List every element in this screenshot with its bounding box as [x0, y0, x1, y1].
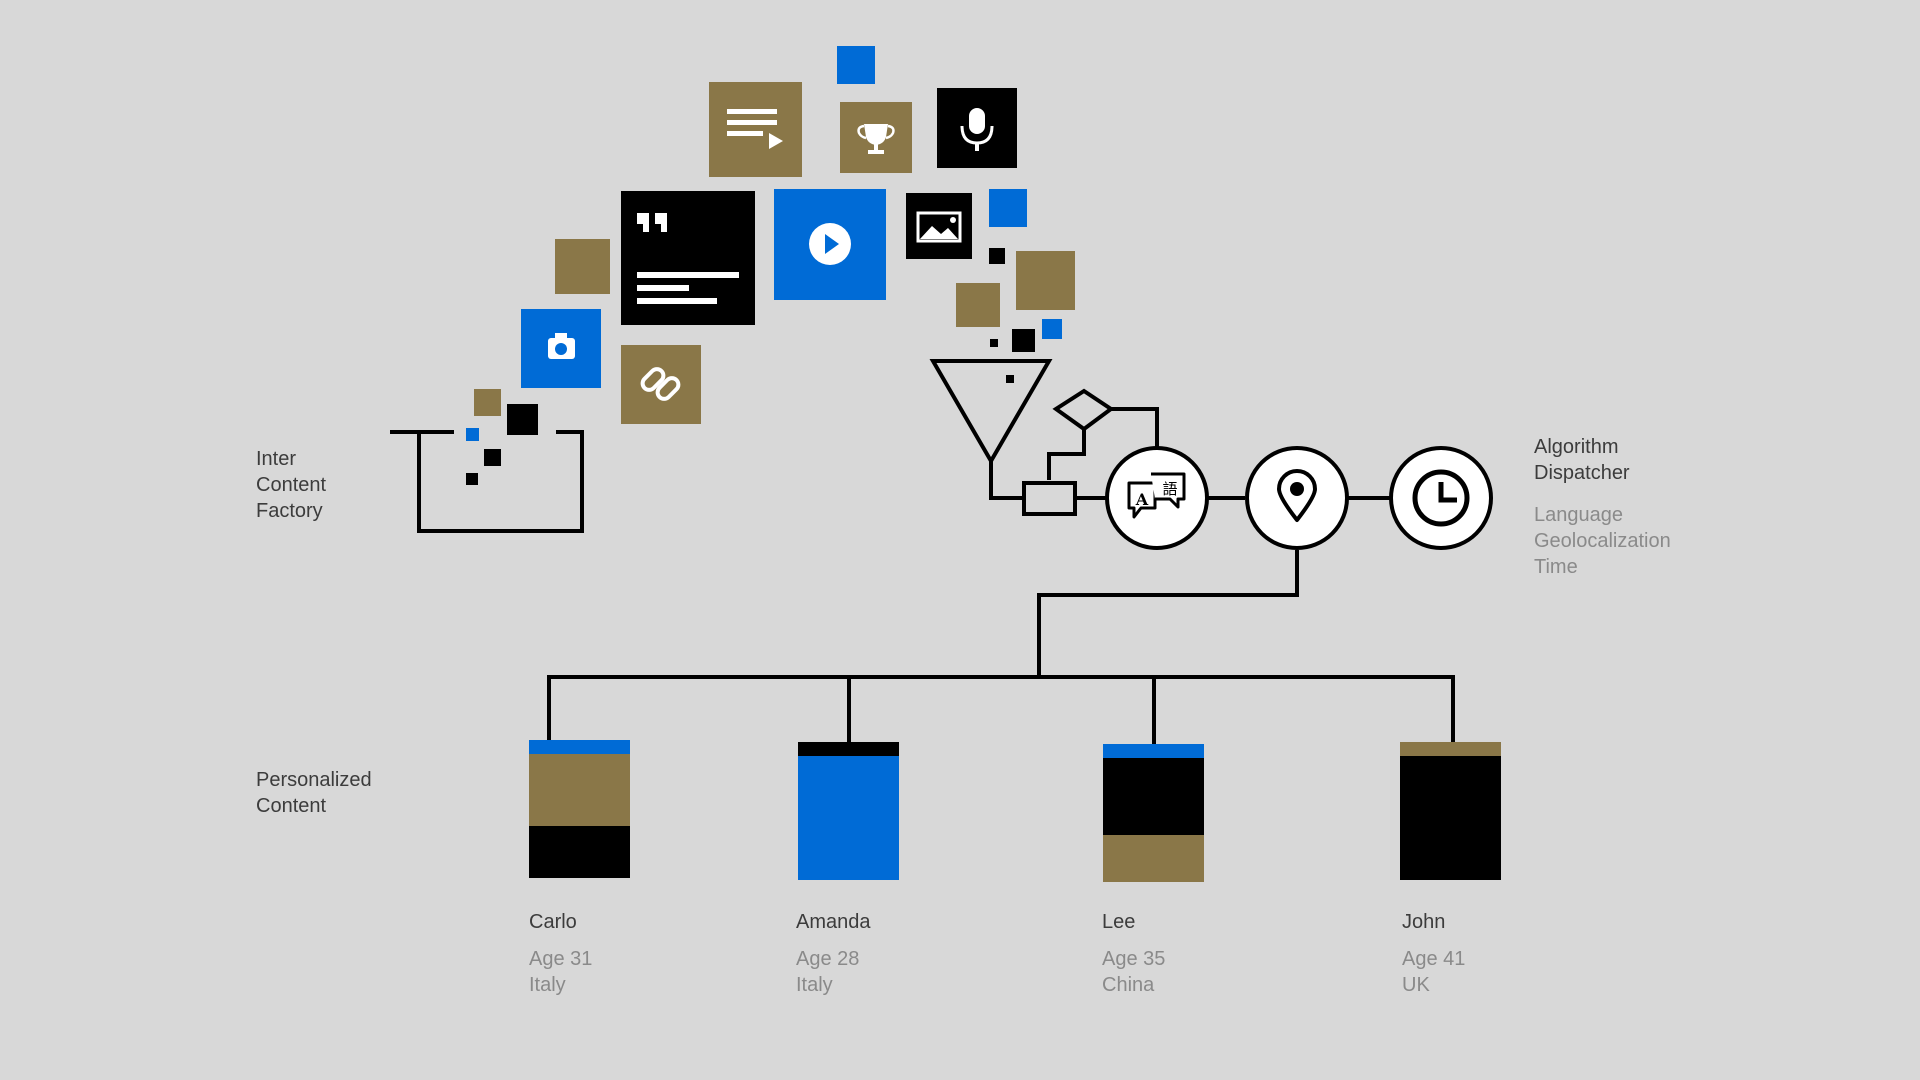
microphone-icon — [960, 108, 994, 151]
location-pin-icon — [1277, 469, 1317, 522]
geolocation-node — [1245, 446, 1349, 550]
particle — [466, 473, 478, 485]
recipient-name: John — [1402, 911, 1446, 933]
play-icon — [809, 223, 851, 265]
personalized-label-line: Content — [256, 795, 327, 817]
recipient-carlo: Carlo Age 31 Italy — [529, 909, 592, 998]
factory-label: Inter Content Factory — [256, 446, 326, 524]
recipient-name: Carlo — [529, 911, 577, 933]
dispatcher-criterion: Geolocalization — [1534, 530, 1671, 552]
flow-connectors — [547, 407, 1455, 744]
recipient-country: Italy — [796, 974, 833, 996]
particle — [555, 239, 610, 294]
particle — [1012, 329, 1035, 352]
particle — [989, 189, 1027, 227]
recipient-country: China — [1102, 974, 1155, 996]
content-stack-segment — [1103, 758, 1204, 835]
recipient-age: Age 31 — [529, 948, 593, 970]
factory-label-line: Inter — [256, 448, 297, 470]
camera-icon — [548, 333, 575, 359]
factory-label-line: Content — [256, 474, 327, 496]
particle — [484, 449, 501, 466]
svg-text:A: A — [1135, 490, 1149, 509]
particle — [1042, 319, 1062, 339]
recipient-john: John Age 41 UK — [1402, 909, 1465, 998]
recipient-amanda: Amanda Age 28 Italy — [796, 909, 871, 998]
dispatcher-criterion: Time — [1534, 556, 1578, 578]
factory-box — [390, 430, 584, 533]
decision-diamond — [1052, 388, 1115, 432]
content-stack-segment — [798, 756, 899, 880]
particle — [474, 389, 501, 416]
recipient-age: Age 35 — [1102, 948, 1166, 970]
factory-label-line: Factory — [256, 500, 323, 522]
content-stack-segment — [1103, 835, 1204, 882]
particle — [1016, 251, 1075, 310]
trophy-tile — [840, 102, 912, 173]
content-stack-segment — [1400, 756, 1501, 880]
personalized-stacks — [529, 740, 1501, 882]
particle — [990, 339, 998, 347]
camera-tile — [521, 309, 601, 388]
link-icon — [640, 367, 681, 401]
recipient-age: Age 28 — [796, 948, 860, 970]
personalized-label: Personalized Content — [256, 767, 372, 819]
content-stack-segment — [798, 742, 899, 756]
playlist-tile — [709, 82, 802, 177]
image-tile — [906, 193, 972, 259]
dispatcher-title-line: Algorithm — [1534, 436, 1619, 458]
clock-icon — [1412, 469, 1470, 527]
play-tile — [774, 189, 886, 300]
time-node — [1389, 446, 1493, 550]
dispatcher-title-line: Dispatcher — [1534, 462, 1630, 484]
particle — [507, 404, 538, 435]
dispatcher-label: Algorithm Dispatcher Language Geolocaliz… — [1534, 434, 1671, 580]
recipient-name: Lee — [1102, 911, 1136, 933]
content-stack-segment — [1103, 744, 1204, 758]
image-icon — [916, 211, 962, 243]
quote-tile — [621, 191, 755, 325]
content-stack-segment — [529, 826, 630, 878]
recipient-name: Amanda — [796, 911, 871, 933]
recipient-lee: Lee Age 35 China — [1102, 909, 1165, 998]
process-box — [1022, 481, 1077, 516]
recipient-country: Italy — [529, 974, 566, 996]
personalized-label-line: Personalized — [256, 769, 372, 791]
trophy-icon — [857, 124, 895, 154]
quote-icon — [637, 213, 739, 304]
recipient-age: Age 41 — [1402, 948, 1466, 970]
content-stack-segment — [1400, 742, 1501, 756]
translate-icon: A 語 — [1127, 472, 1186, 519]
svg-text:語: 語 — [1162, 480, 1177, 498]
particle — [956, 283, 1000, 327]
playlist-icon — [727, 109, 783, 149]
content-stack-segment — [529, 740, 630, 754]
dispatcher-criterion: Language — [1534, 504, 1623, 526]
particle — [466, 428, 479, 441]
particle — [837, 46, 875, 84]
recipient-country: UK — [1402, 974, 1430, 996]
translate-node: A 語 — [1105, 446, 1209, 550]
microphone-tile — [937, 88, 1017, 168]
content-stack-segment — [529, 754, 630, 826]
link-tile — [621, 345, 701, 424]
funnel-icon — [929, 359, 1053, 465]
particle — [989, 248, 1005, 264]
particles — [466, 46, 1075, 485]
